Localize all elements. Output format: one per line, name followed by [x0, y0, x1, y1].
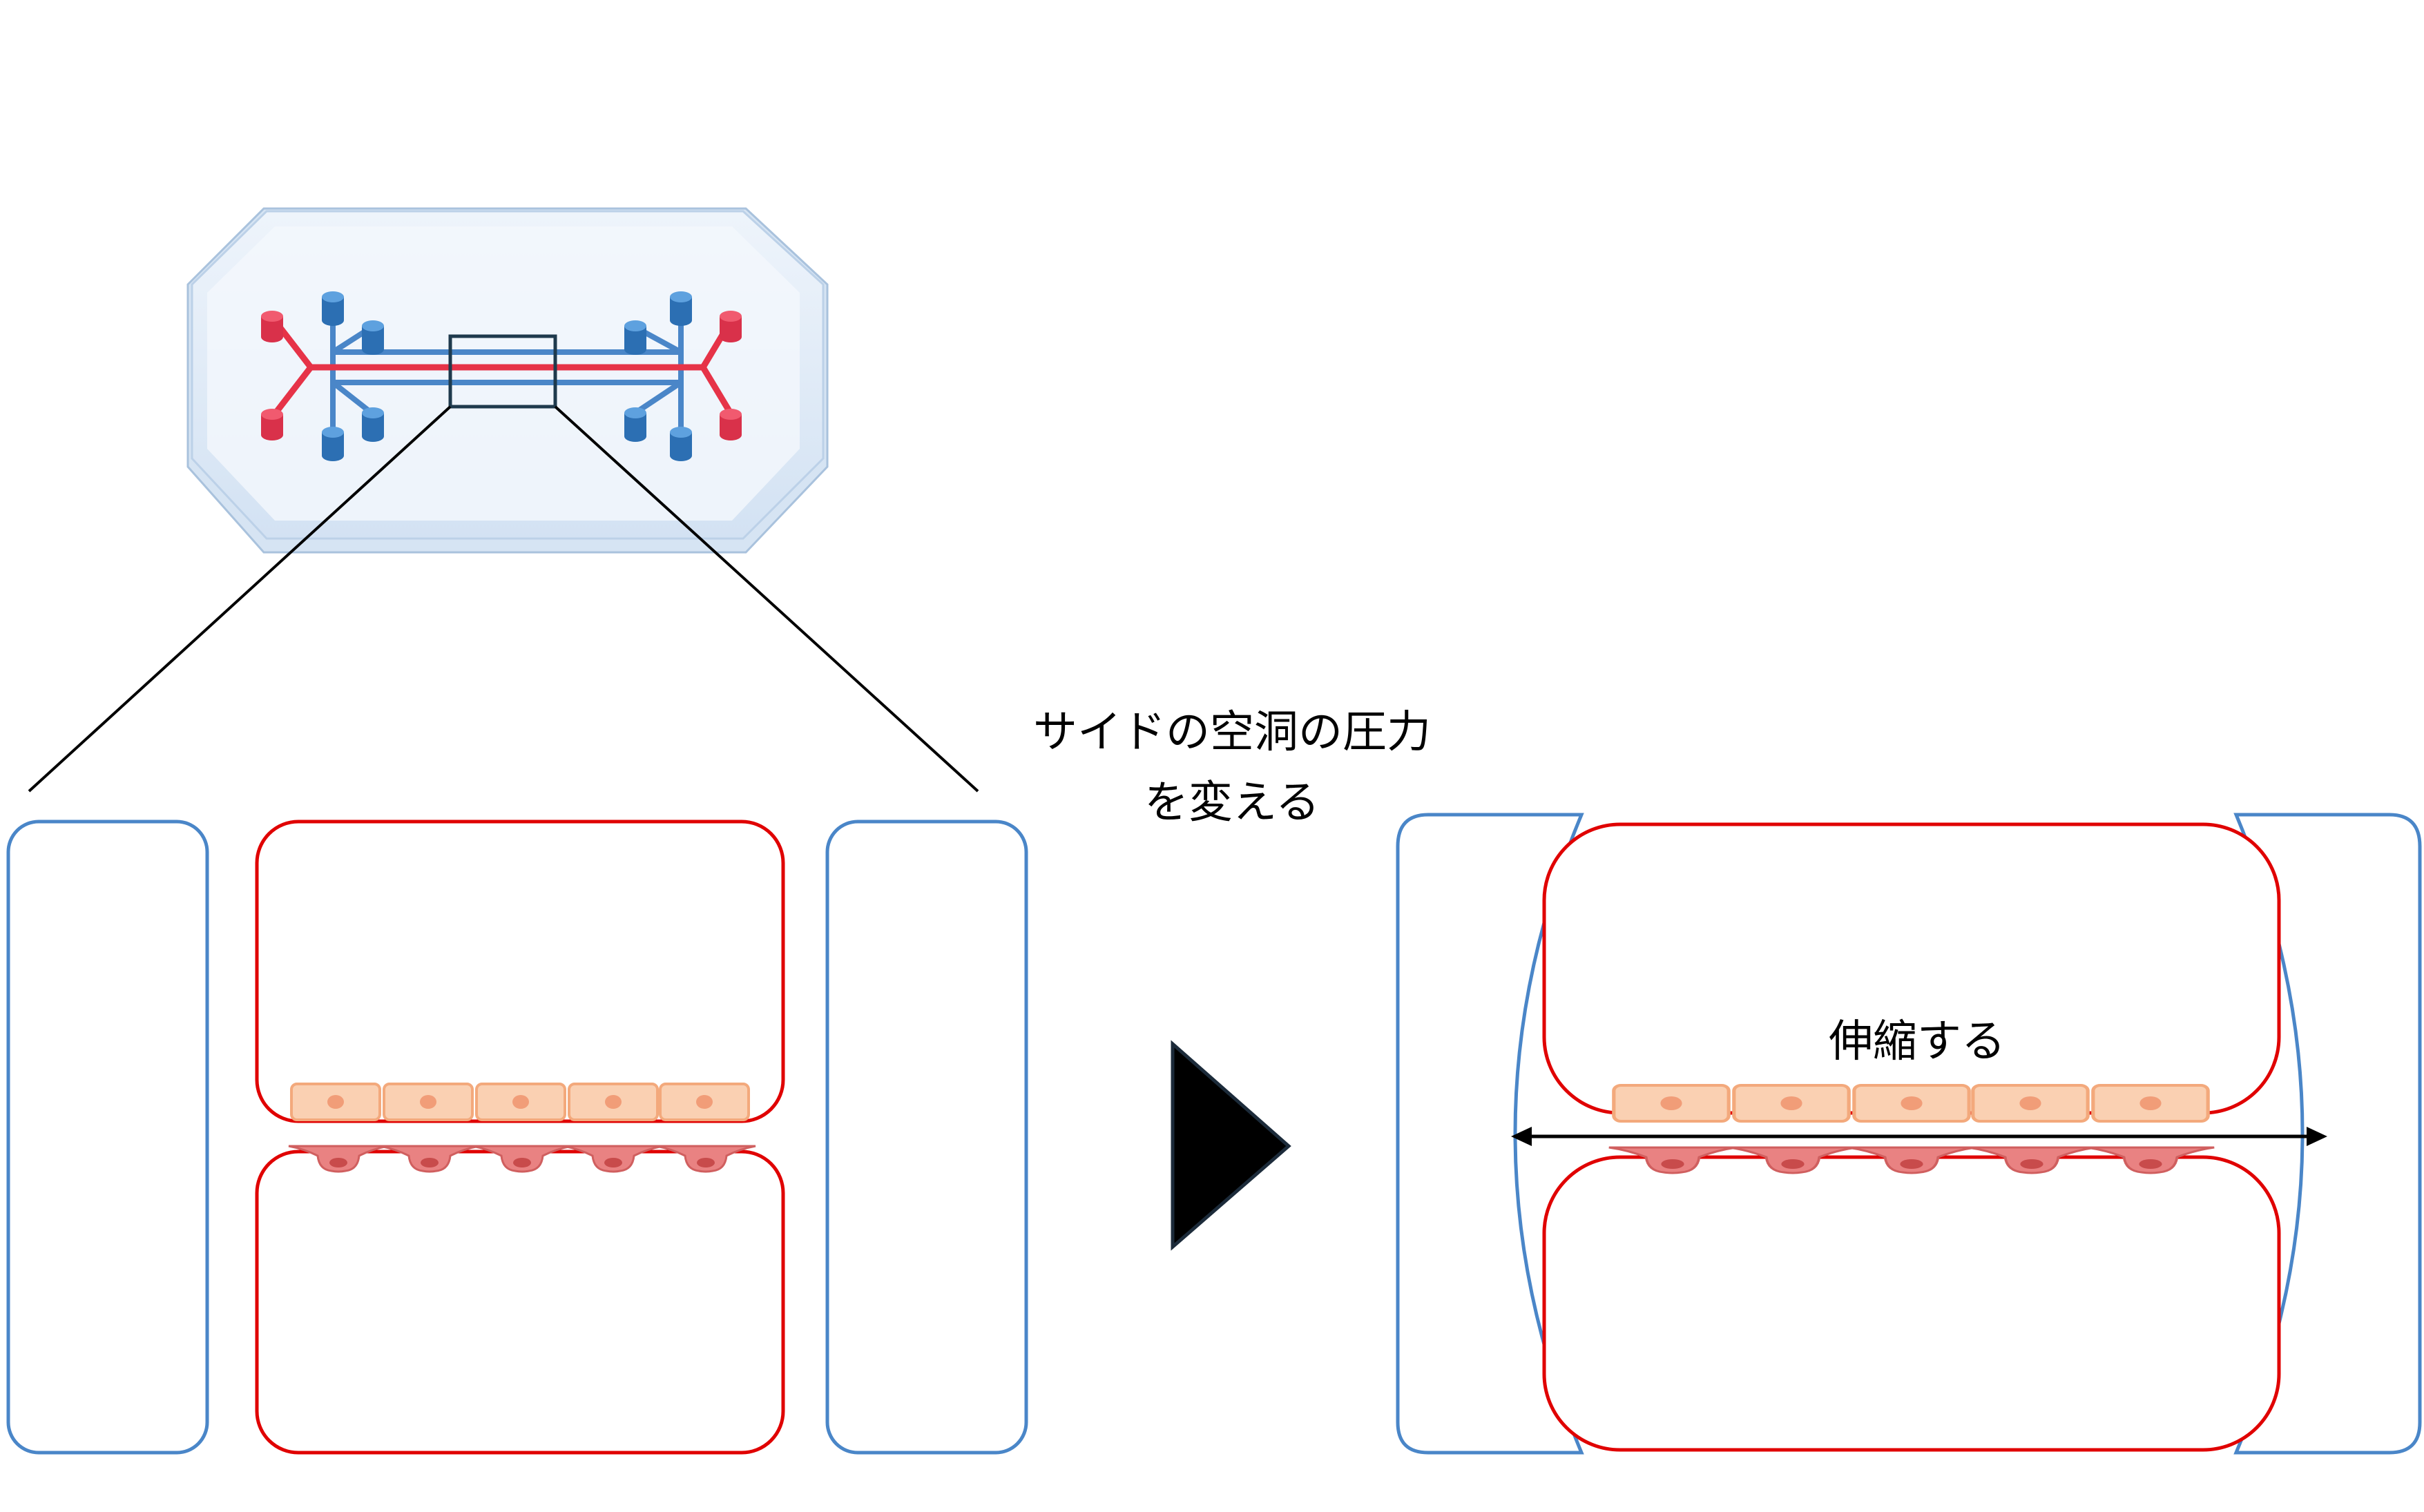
vacuum-chamber-left	[6, 820, 209, 1455]
upper-channel	[255, 820, 785, 1123]
vacuum-chamber-right	[825, 820, 1028, 1455]
lower-channel	[255, 1150, 785, 1455]
lower-channel-stretched	[1542, 1155, 2281, 1452]
zoom-line-right	[554, 405, 979, 793]
double-headed-arrow-icon	[1511, 1127, 2327, 1146]
epithelial-cell-layer	[290, 1083, 750, 1121]
organ-chip-icon	[186, 207, 829, 554]
epithelial-cell-layer-stretched	[1614, 1085, 2208, 1121]
cross-section-relaxed	[6, 820, 1028, 1455]
upper-channel-stretched	[1542, 822, 2281, 1115]
stretch-label: 伸縮する	[1829, 1016, 2005, 1067]
pressure-label-line2: を変える	[1144, 777, 1320, 828]
cross-section-stretched: 伸縮する	[1396, 813, 2422, 1455]
right-triangle-arrow-icon	[1171, 1040, 1291, 1251]
zoom-line-left	[28, 405, 452, 793]
pressure-label-line1: サイドの空洞の圧力	[1033, 707, 1431, 758]
